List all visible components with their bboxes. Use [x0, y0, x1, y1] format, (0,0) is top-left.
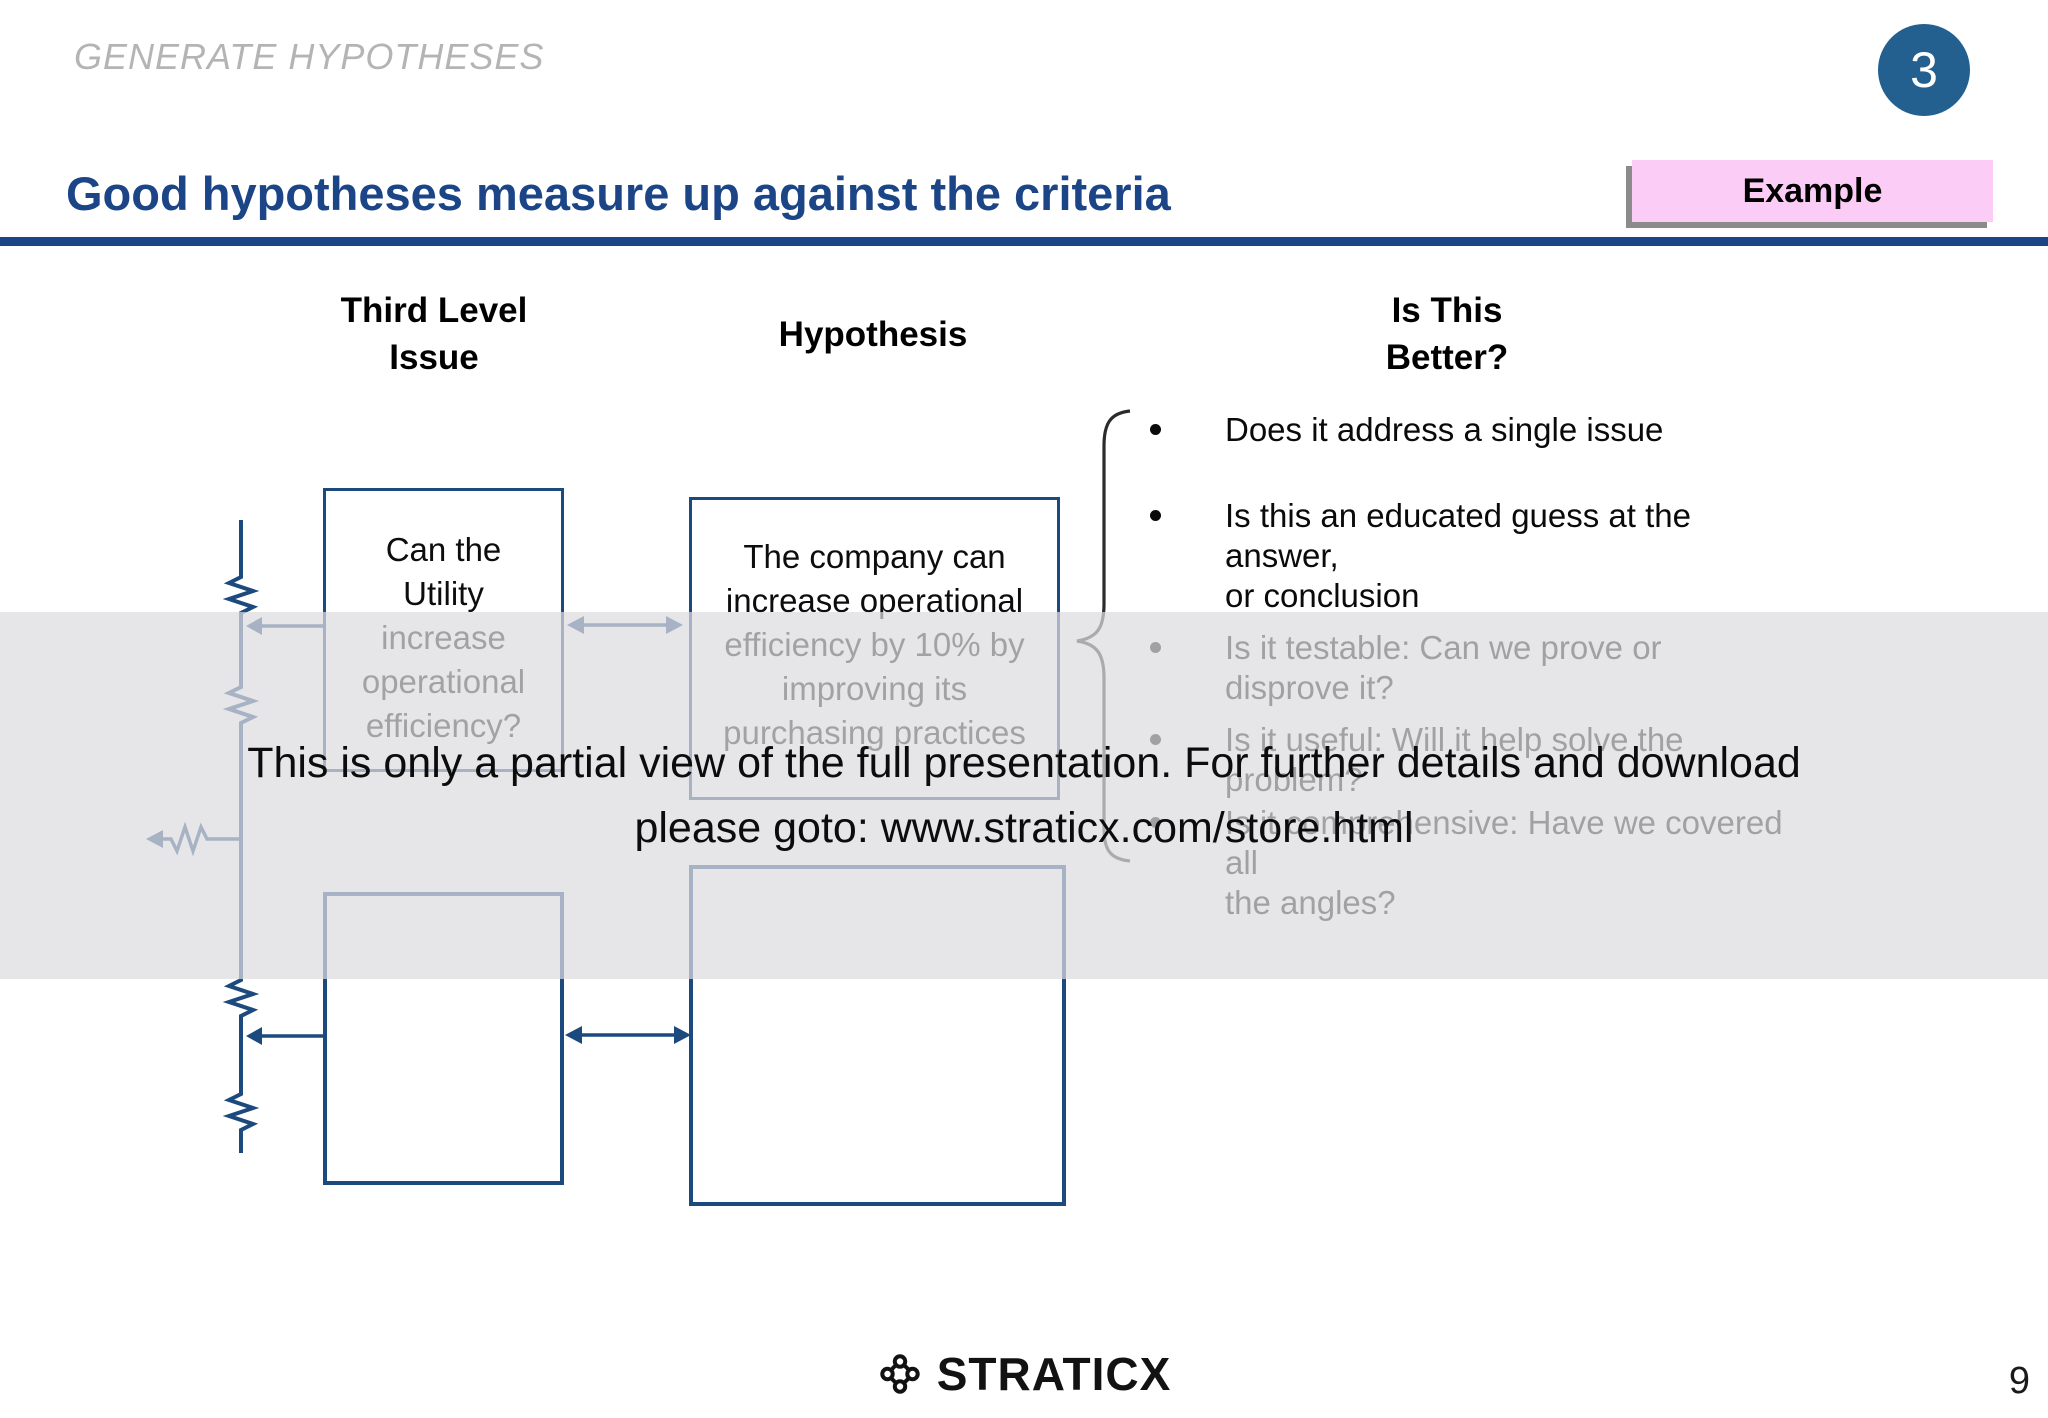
- watermark-band: [0, 612, 2048, 979]
- column-header-third-level-issue: Third Level Issue: [334, 287, 534, 381]
- criteria-item: Is this an educated guess at the answer,…: [1142, 496, 1785, 616]
- straticx-logo-icon: [880, 1354, 920, 1394]
- issue-box-line: Utility: [403, 575, 484, 612]
- slide-title: Good hypotheses measure up against the c…: [66, 167, 1171, 220]
- criteria-line: Is this an educated guess at the answer,: [1225, 497, 1691, 574]
- issue-branch-arrowhead-icon-2: [246, 1027, 262, 1045]
- watermark-line: This is only a partial view of the full …: [247, 739, 1801, 787]
- brand-footer: STRATICX: [0, 1344, 2048, 1404]
- double-arrowhead-right-icon-2: [674, 1026, 691, 1044]
- column-header-line: Issue: [389, 338, 479, 377]
- bullet-icon: [1150, 510, 1161, 521]
- hypothesis-box-line: The company can: [743, 538, 1006, 575]
- column-header-hypothesis: Hypothesis: [778, 315, 968, 354]
- title-divider: [0, 237, 2048, 246]
- criteria-item: Does it address a single issue: [1142, 410, 1785, 450]
- watermark-message: This is only a partial view of the full …: [0, 731, 2048, 861]
- page-number: 9: [2008, 1360, 2030, 1402]
- brand-name: STRATICX: [936, 1348, 1172, 1400]
- criteria-line: Does it address a single issue: [1225, 411, 1664, 448]
- issue-box-line: Can the: [385, 531, 502, 568]
- section-kicker: GENERATE HYPOTHESES: [74, 36, 545, 77]
- watermark-line: please goto: www.straticx.com/store.html: [634, 804, 1414, 852]
- column-header-is-this-better: Is This Better?: [1347, 287, 1547, 381]
- criteria-line: or conclusion: [1225, 577, 1420, 614]
- column-header-line: Third Level: [340, 291, 528, 330]
- column-header-line: Better?: [1385, 338, 1509, 377]
- bullet-icon: [1150, 424, 1161, 435]
- step-number-badge: 3: [1878, 24, 1970, 116]
- example-badge: Example: [1632, 160, 1993, 222]
- column-header-line: Is This: [1391, 291, 1503, 330]
- double-arrowhead-left-icon-2: [565, 1026, 582, 1044]
